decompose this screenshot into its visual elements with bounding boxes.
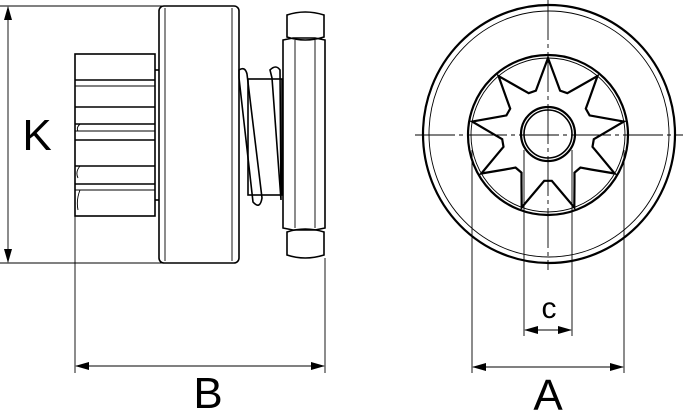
clutch-body [158,5,240,264]
spring [238,66,283,206]
ring [282,11,326,259]
k-label: K [22,111,51,160]
outer-circle [421,3,677,265]
a-label: A [533,371,563,416]
b-label: B [193,369,222,416]
outer-inner-circle [428,10,670,258]
c-label: c [542,292,557,325]
pinion-gear-teeth [469,54,627,211]
hub-outer-circle [519,105,577,163]
side-view: K [0,5,326,416]
hub-bore-circle [523,109,573,159]
pinion [74,53,159,217]
front-view: c A [415,0,683,416]
